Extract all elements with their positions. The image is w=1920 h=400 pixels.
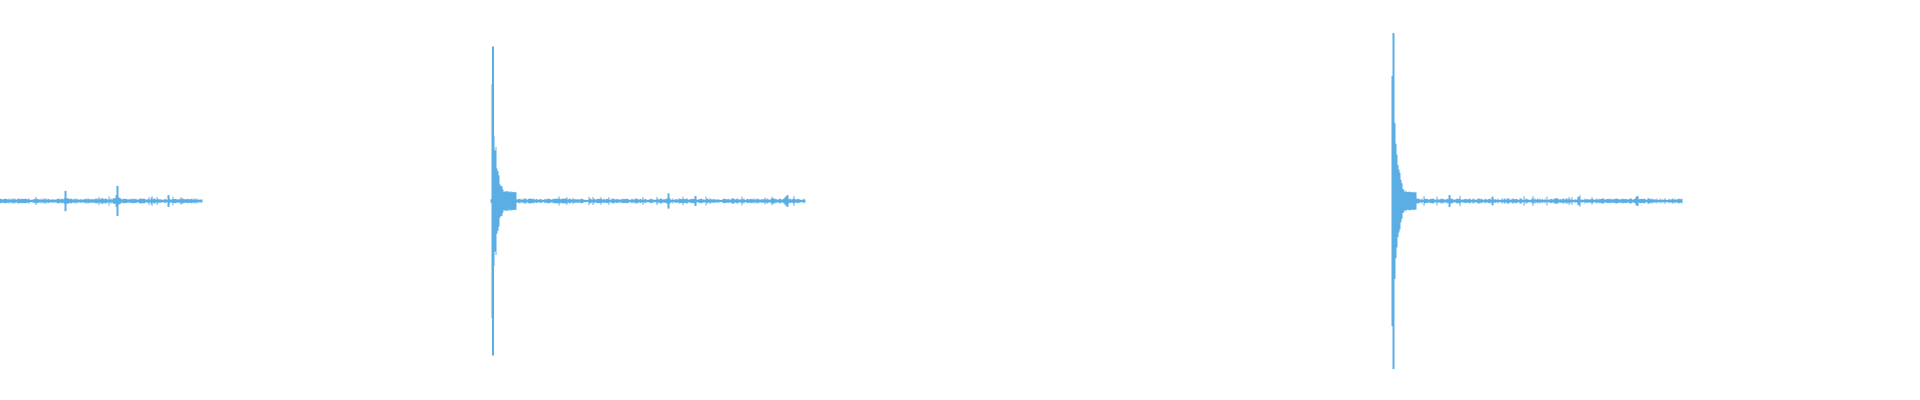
waveform-clip-3[interactable] bbox=[1391, 33, 1683, 369]
waveform-clip-2[interactable] bbox=[490, 46, 806, 356]
waveform-samples bbox=[0, 185, 203, 217]
waveform-samples bbox=[490, 83, 806, 319]
waveform-samples bbox=[1391, 76, 1683, 326]
waveform-clips bbox=[0, 33, 1683, 369]
waveform-clip-1[interactable] bbox=[0, 185, 203, 217]
